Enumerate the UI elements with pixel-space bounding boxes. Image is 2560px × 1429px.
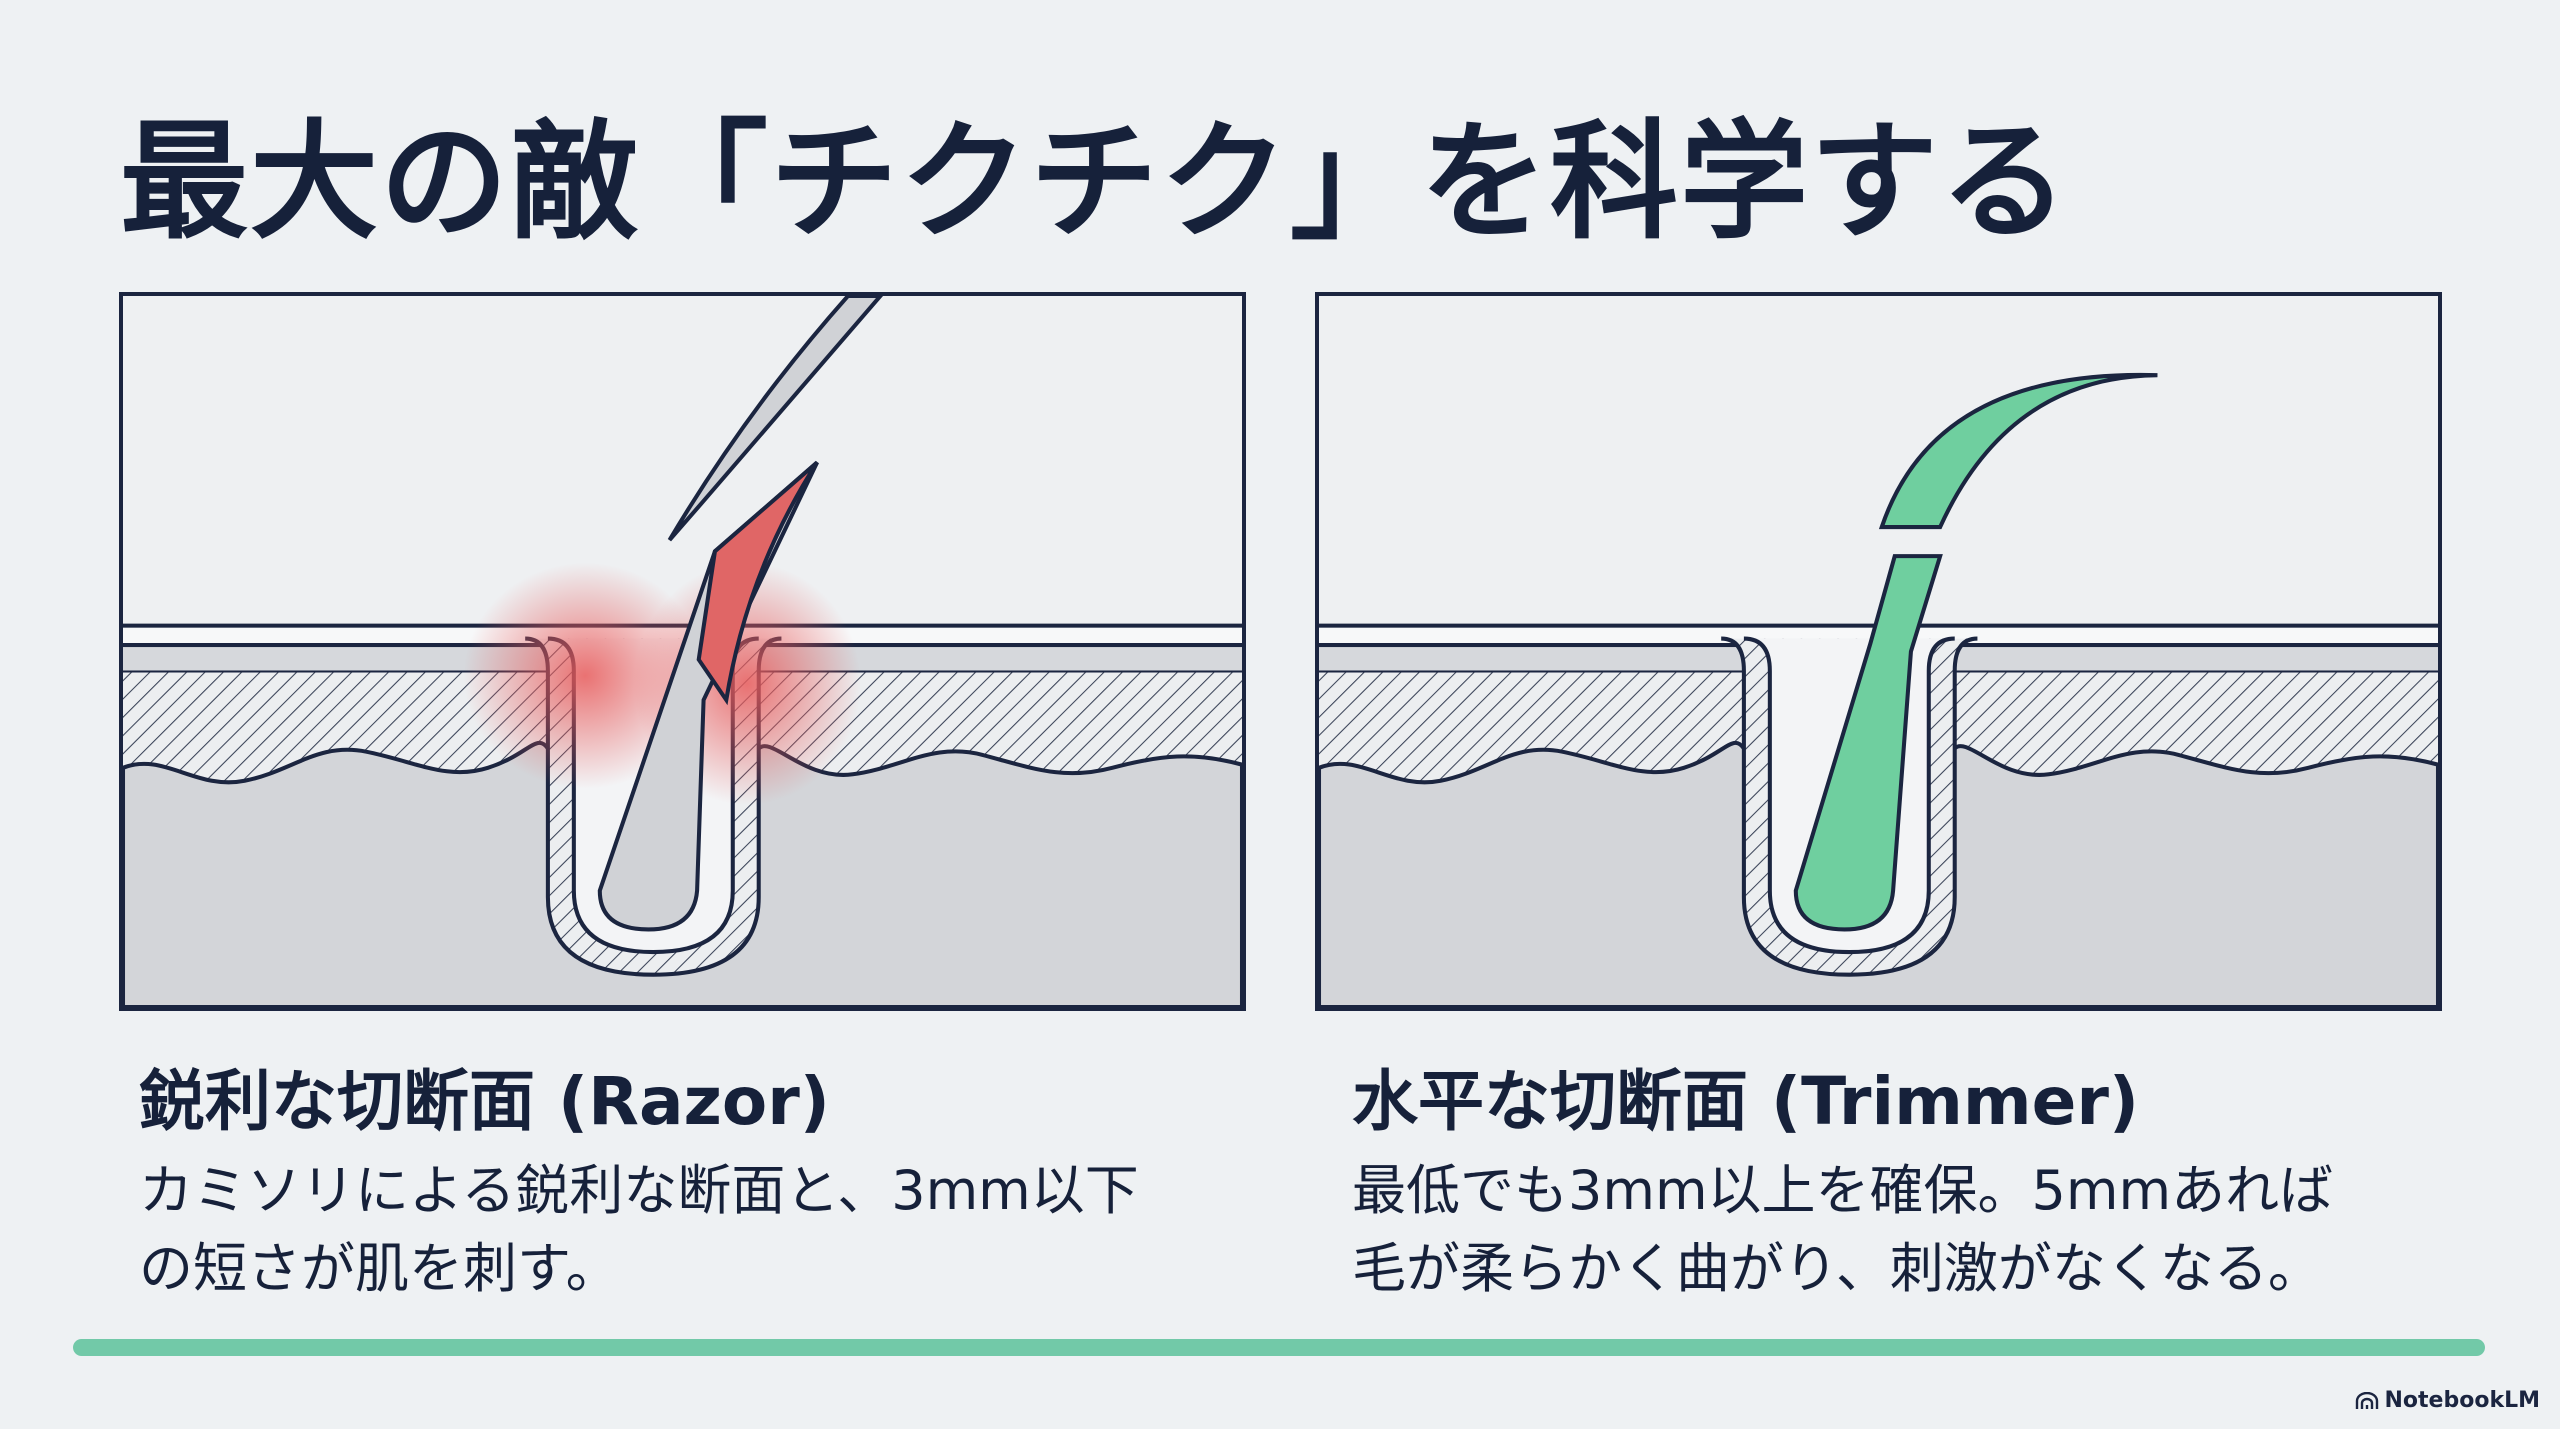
brand-watermark: NotebookLM xyxy=(2355,1388,2540,1413)
trimmer-heading: 水平な切断面 (Trimmer) xyxy=(1352,1063,2140,1140)
trimmer-cross-section-diagram xyxy=(1315,292,2442,1011)
razor-description-line: の短さが肌を刺す。 xyxy=(139,1237,620,1300)
accent-divider xyxy=(73,1339,2485,1356)
razor-heading: 鋭利な切断面 (Razor) xyxy=(139,1063,830,1140)
trimmer-description-line: 最低でも3mm以上を確保。5mmあれば xyxy=(1352,1159,2334,1222)
trimmer-description: 最低でも3mm以上を確保。5mmあれば 毛が柔らかく曲がり、刺激がなくなる。 xyxy=(1352,1152,2333,1308)
razor-description-line: カミソリによる鋭利な断面と、3mm以下 xyxy=(139,1159,1139,1222)
razor-cross-section-diagram xyxy=(119,292,1246,1011)
page-title: 最大の敵「チクチク」を科学する xyxy=(120,108,2071,257)
trimmer-description-line: 毛が柔らかく曲がり、刺激がなくなる。 xyxy=(1352,1237,2322,1300)
brand-name: NotebookLM xyxy=(2384,1388,2540,1413)
notebooklm-logo-icon xyxy=(2355,1391,2378,1409)
razor-description: カミソリによる鋭利な断面と、3mm以下 の短さが肌を刺す。 xyxy=(139,1152,1139,1308)
